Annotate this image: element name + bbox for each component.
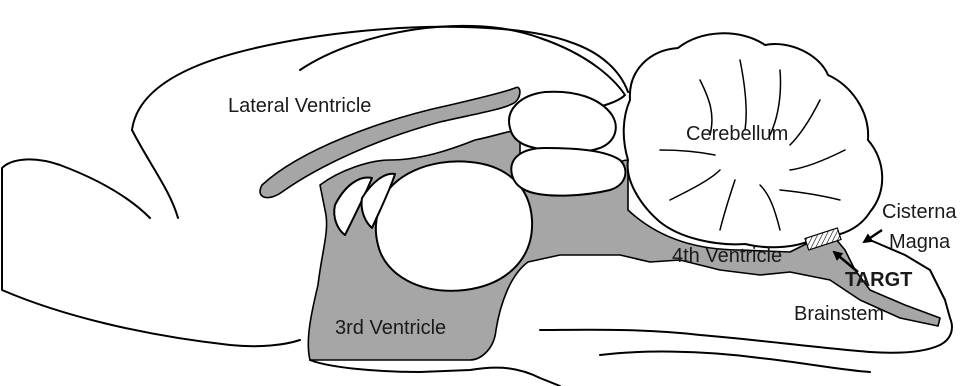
frontal-line [132, 130, 178, 218]
label-magna: Magna [889, 231, 951, 253]
thalamus-mass [376, 161, 532, 290]
colliculus-upper [509, 92, 616, 153]
label-fourth-ventricle: 4th Ventricle [672, 245, 782, 267]
label-target: TARGT [845, 269, 912, 291]
label-lateral-ventricle: Lateral Ventricle [228, 95, 371, 117]
label-third-ventricle: 3rd Ventricle [335, 317, 446, 339]
label-cerebellum: Cerebellum [686, 123, 788, 145]
colliculus-lower [511, 148, 625, 196]
label-brainstem: Brainstem [794, 303, 884, 325]
label-cisterna: Cisterna [882, 201, 957, 223]
